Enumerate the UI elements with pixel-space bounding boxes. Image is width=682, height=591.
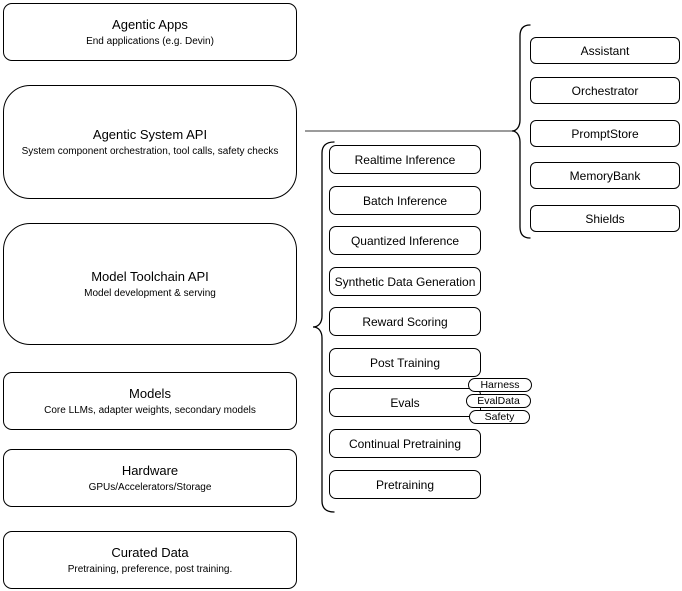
box-title: Agentic Apps bbox=[112, 16, 188, 32]
box-subtitle: Pretraining, preference, post training. bbox=[67, 563, 233, 575]
toolchain-item-realtime-inference: Realtime Inference bbox=[329, 145, 481, 174]
toolchain-item-batch-inference: Batch Inference bbox=[329, 186, 481, 215]
toolchain-item-evals: Evals bbox=[329, 388, 481, 417]
box-subtitle: Model development & serving bbox=[84, 287, 216, 299]
toolchain-item-synthetic-data-generation: Synthetic Data Generation bbox=[329, 267, 481, 296]
toolchain-item-pretraining: Pretraining bbox=[329, 470, 481, 499]
toolchain-item-reward-scoring: Reward Scoring bbox=[329, 307, 481, 336]
eval-tag-safety: Safety bbox=[469, 410, 530, 424]
box-model-toolchain-api: Model Toolchain API Model development & … bbox=[3, 223, 297, 345]
box-hardware: Hardware GPUs/Accelerators/Storage bbox=[3, 449, 297, 507]
components-brace bbox=[511, 24, 531, 239]
component-promptstore: PromptStore bbox=[530, 120, 680, 147]
box-subtitle: GPUs/Accelerators/Storage bbox=[88, 481, 212, 493]
component-memorybank: MemoryBank bbox=[530, 162, 680, 189]
eval-tag-evaldata: EvalData bbox=[466, 394, 531, 408]
component-assistant: Assistant bbox=[530, 37, 680, 64]
box-title: Curated Data bbox=[111, 544, 189, 560]
box-subtitle: System component orchestration, tool cal… bbox=[21, 145, 279, 157]
box-subtitle: Core LLMs, adapter weights, secondary mo… bbox=[44, 404, 256, 416]
box-title: Agentic System API bbox=[92, 126, 208, 142]
toolchain-item-post-training: Post Training bbox=[329, 348, 481, 377]
toolchain-item-continual-pretraining: Continual Pretraining bbox=[329, 429, 481, 458]
box-title: Models bbox=[129, 385, 171, 401]
eval-tag-harness: Harness bbox=[468, 378, 532, 392]
component-shields: Shields bbox=[530, 205, 680, 232]
box-agentic-system-api: Agentic System API System component orch… bbox=[3, 85, 297, 199]
component-orchestrator: Orchestrator bbox=[530, 77, 680, 104]
box-models: Models Core LLMs, adapter weights, secon… bbox=[3, 372, 297, 430]
box-title: Model Toolchain API bbox=[91, 268, 209, 284]
box-title: Hardware bbox=[121, 462, 179, 478]
box-agentic-apps: Agentic Apps End applications (e.g. Devi… bbox=[3, 3, 297, 61]
box-curated-data: Curated Data Pretraining, preference, po… bbox=[3, 531, 297, 589]
toolchain-item-quantized-inference: Quantized Inference bbox=[329, 226, 481, 255]
box-subtitle: End applications (e.g. Devin) bbox=[86, 35, 214, 47]
